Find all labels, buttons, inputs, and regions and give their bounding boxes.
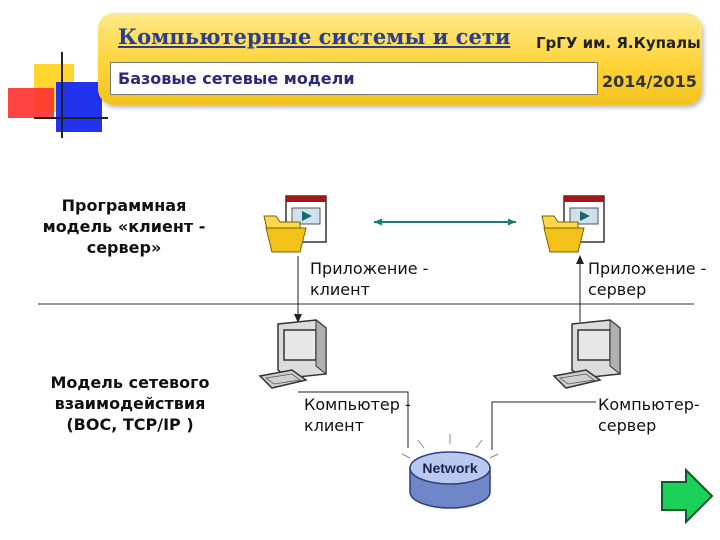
network-label: Network [422, 460, 477, 476]
year-label: 2014/2015 [602, 72, 697, 91]
software-model-label: Программная модель «клиент - сервер» [42, 196, 206, 257]
server-app-label: Приложение - сервер [588, 259, 707, 299]
network-disk-icon: Network [401, 434, 499, 509]
folder-window-icon [263, 195, 327, 253]
client-app-label: Приложение - клиент [310, 259, 429, 299]
client-pc-label: Компьютер - клиент [304, 395, 411, 435]
topic-box [110, 62, 598, 95]
university-label: ГрГУ им. Я.Купалы [536, 34, 701, 52]
folder-window-icon [541, 195, 605, 253]
course-title: Компьютерные системы и сети [118, 24, 511, 49]
server-network-link [491, 401, 596, 450]
network-model-label: Модель сетевого взаимодействия (ВОС, TCP… [50, 373, 210, 434]
topic-title: Базовые сетевые модели [118, 69, 355, 88]
desktop-computer-icon [258, 318, 327, 389]
desktop-computer-icon [552, 318, 621, 389]
client-network-link [298, 391, 409, 448]
next-arrow-icon[interactable] [658, 466, 716, 528]
server-pc-label: Компьютер- сервер [598, 395, 700, 435]
decorative-squares [8, 52, 108, 138]
